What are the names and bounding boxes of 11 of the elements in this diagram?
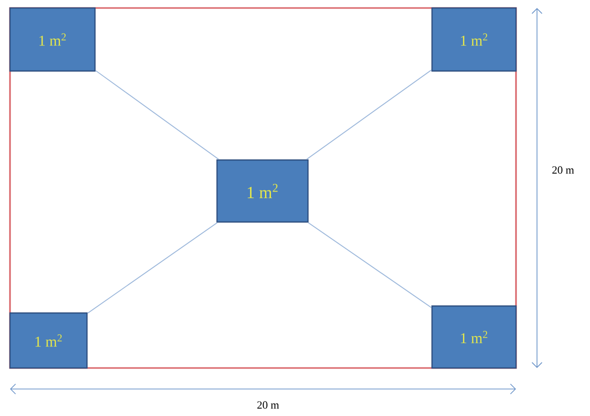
area-box: 1 m$^{2}$ [9,312,88,369]
area-box: 1 m$^{2}$ [431,7,517,72]
dimension-label: 20 m [552,166,574,174]
dimension-label: 20 m [257,401,279,409]
connector-line [308,222,432,308]
connector-line [95,70,220,160]
area-box: 1 m$^{2}$ [216,159,309,223]
connector-line [87,222,218,314]
area-box: 1 m$^{2}$ [9,7,96,72]
connector-line [306,70,432,160]
area-box: 1 m$^{2}$ [431,305,517,369]
